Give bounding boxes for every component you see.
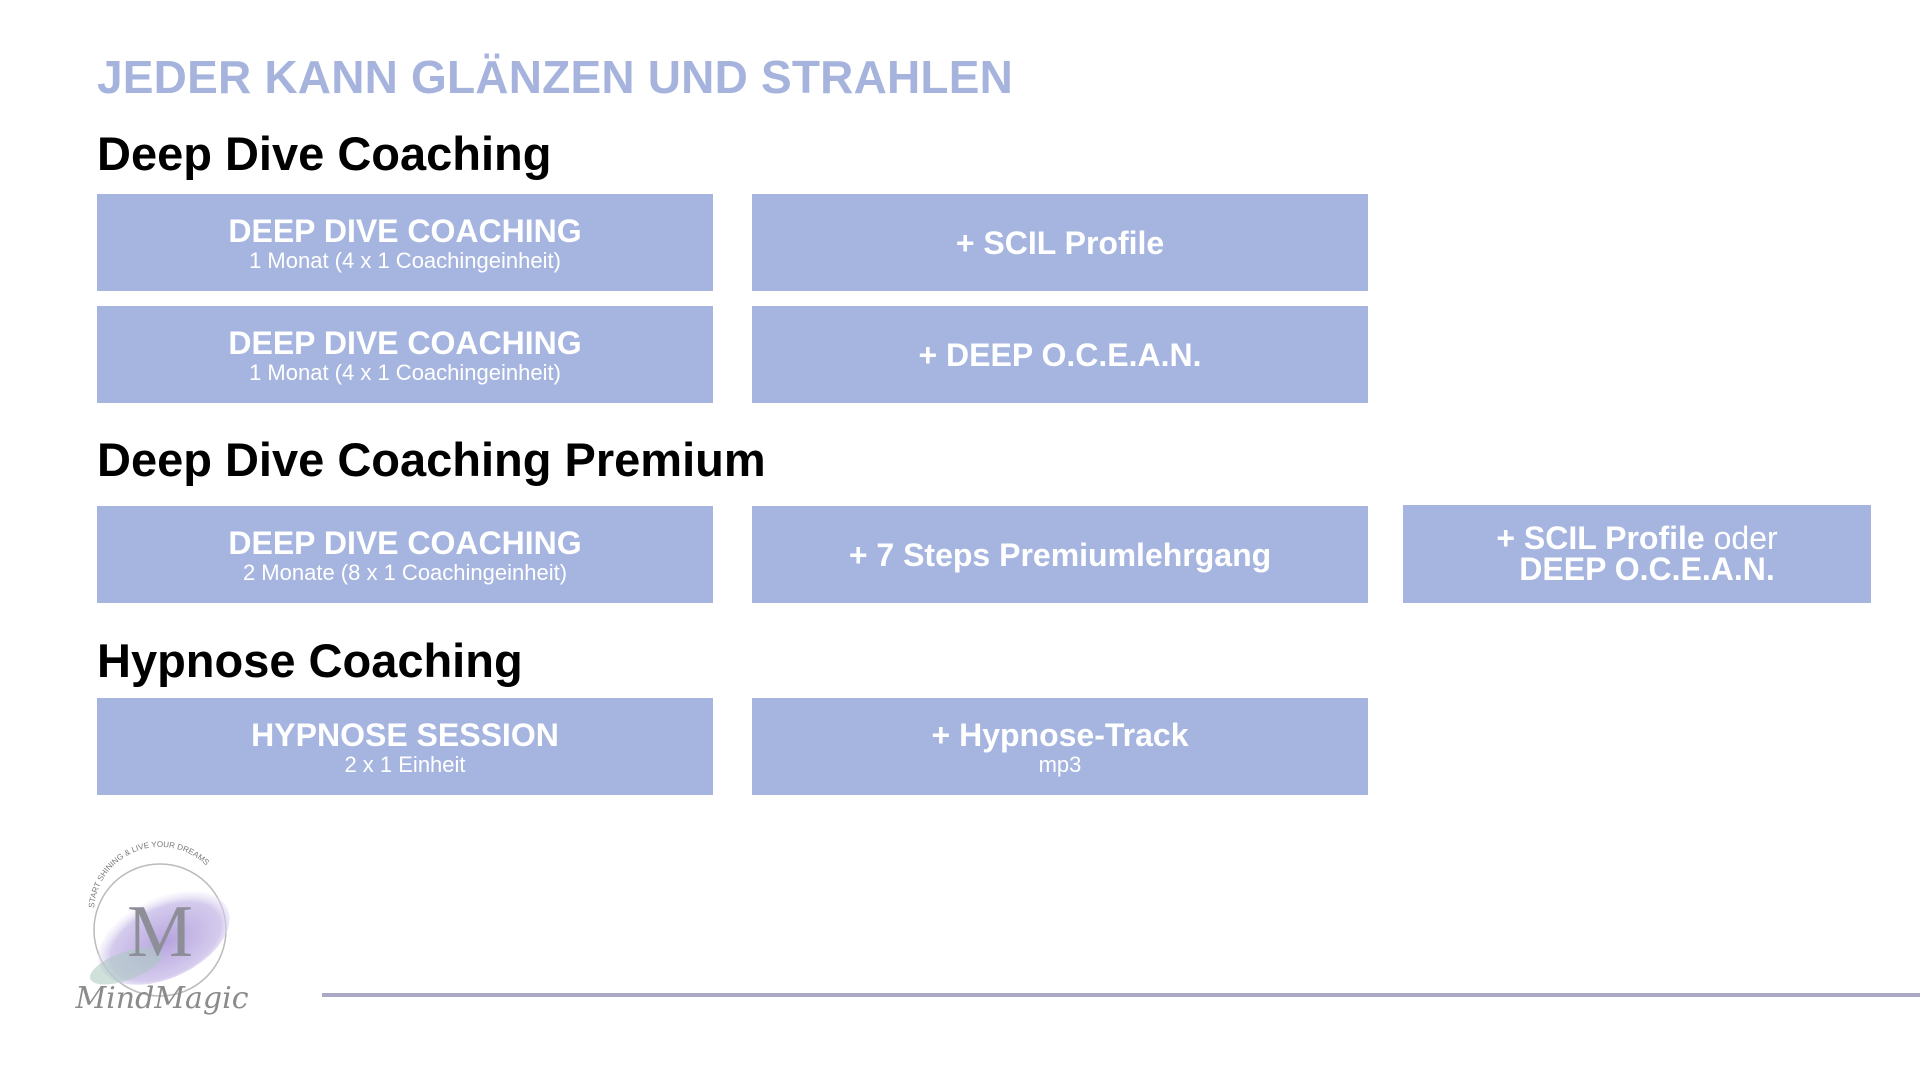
package-duration: 2 Monate (8 x 1 Coachingeinheit): [242, 559, 568, 585]
addon-title: + Hypnose-Track: [931, 716, 1189, 753]
package-duration: 2 x 1 Einheit: [344, 751, 466, 777]
addon-box-deep-ocean: + DEEP O.C.E.A.N.: [752, 306, 1368, 403]
logo-monogram: M: [127, 891, 193, 973]
package-title: DEEP DIVE COACHING: [228, 212, 582, 249]
section-title-deep-dive: Deep Dive Coaching: [97, 127, 552, 180]
addon-choice-line-2: DEEP O.C.E.A.N.: [1499, 551, 1775, 587]
addon-choice-line-1: + SCIL Profile oder: [1496, 520, 1778, 556]
addon-format: mp3: [1038, 751, 1082, 777]
addon-choice-scil: + SCIL Profile: [1496, 520, 1705, 556]
addon-choice-ocean: DEEP O.C.E.A.N.: [1519, 551, 1775, 587]
package-title: DEEP DIVE COACHING: [228, 524, 582, 561]
addon-title: + DEEP O.C.E.A.N.: [918, 336, 1202, 373]
addon-title: + 7 Steps Premiumlehrgang: [848, 536, 1272, 573]
section-title-premium: Deep Dive Coaching Premium: [97, 433, 766, 486]
package-box-deep-dive-premium: DEEP DIVE COACHING 2 Monate (8 x 1 Coach…: [97, 506, 713, 603]
footer-divider: [322, 993, 1920, 997]
addon-choice-or: oder: [1713, 520, 1778, 556]
addon-box-7-steps: + 7 Steps Premiumlehrgang: [752, 506, 1368, 603]
package-title: DEEP DIVE COACHING: [228, 324, 582, 361]
package-box-deep-dive-2: DEEP DIVE COACHING 1 Monat (4 x 1 Coachi…: [97, 306, 713, 403]
slide-kicker: JEDER KANN GLÄNZEN UND STRAHLEN: [97, 51, 1014, 103]
package-duration: 1 Monat (4 x 1 Coachingeinheit): [249, 247, 561, 273]
addon-box-scil-or-ocean: + SCIL Profile oder DEEP O.C.E.A.N.: [1403, 505, 1871, 603]
logo-wordmark: MindMagic: [74, 981, 248, 1016]
mindmagic-logo: START SHINING & LIVE YOUR DREAMS M MindM…: [74, 840, 248, 1016]
package-box-deep-dive-1: DEEP DIVE COACHING 1 Monat (4 x 1 Coachi…: [97, 194, 713, 291]
addon-title: + SCIL Profile: [955, 224, 1165, 261]
package-duration: 1 Monat (4 x 1 Coachingeinheit): [249, 359, 561, 385]
addon-box-scil-profile: + SCIL Profile: [752, 194, 1368, 291]
package-title: HYPNOSE SESSION: [251, 716, 559, 753]
section-title-hypnose: Hypnose Coaching: [97, 634, 523, 687]
package-box-hypnose-session: HYPNOSE SESSION 2 x 1 Einheit: [97, 698, 713, 795]
addon-box-hypnose-track: + Hypnose-Track mp3: [752, 698, 1368, 795]
